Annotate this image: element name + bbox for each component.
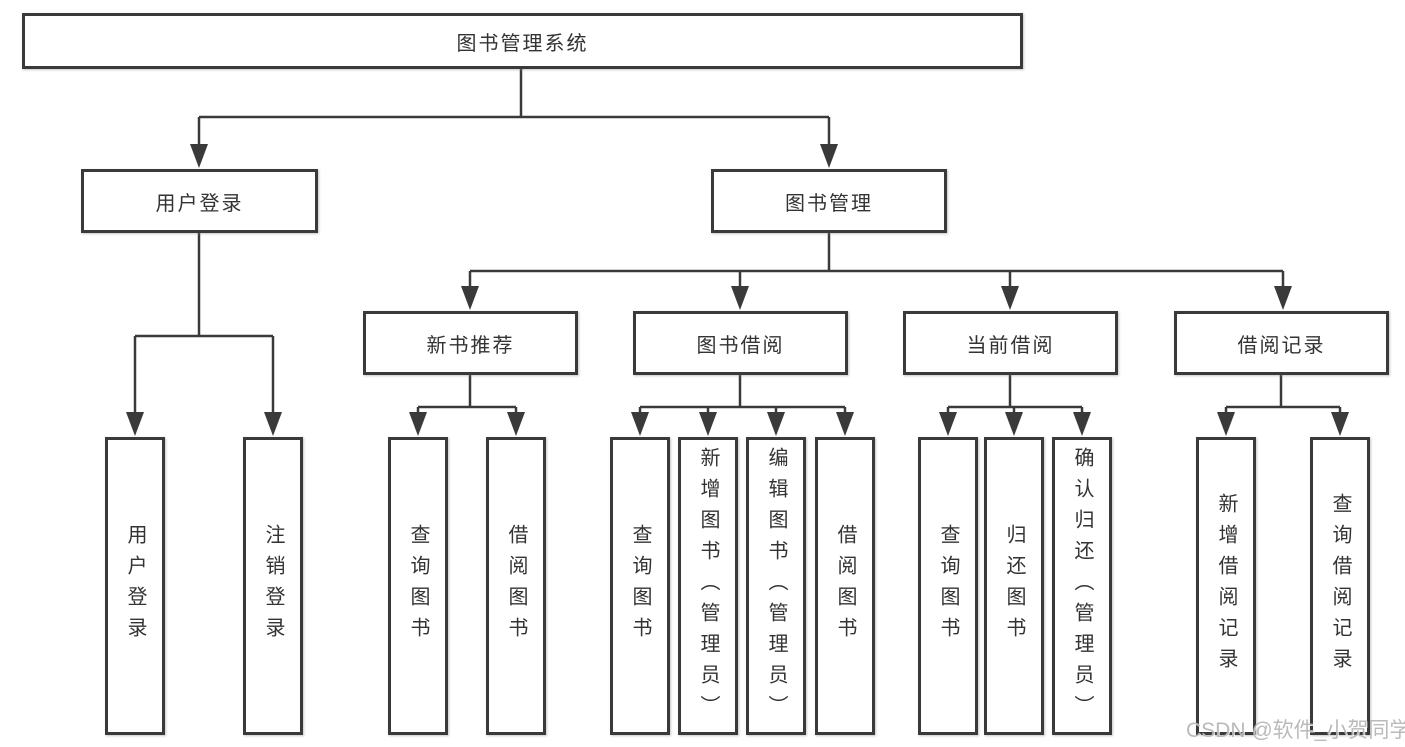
arrow-icon (1001, 286, 1019, 310)
arrow-icon (939, 412, 957, 436)
arrow-icon (767, 412, 785, 436)
leaf-add-borrowing-record: 新增借阅记录 (1196, 437, 1256, 735)
arrow-icon (1073, 412, 1091, 436)
node-user-login: 用户登录 (81, 169, 318, 233)
arrow-icon (507, 412, 525, 436)
node-label: 图书管理系统 (456, 32, 589, 55)
arrow-icon (264, 412, 282, 436)
csdn-watermark: CSDN @软件_小贺同学 (1186, 719, 1405, 742)
leaf-query-books-recommend: 查询图书 (388, 437, 448, 735)
leaf-label: 查询借阅记录 (1329, 493, 1351, 679)
leaf-label: 查询图书 (629, 524, 651, 648)
leaf-borrow-books-recommend: 借阅图书 (486, 437, 546, 735)
leaf-user-login: 用户登录 (105, 437, 165, 735)
arrow-icon (631, 412, 649, 436)
node-borrowing-records: 借阅记录 (1174, 311, 1389, 375)
leaf-label: 确认归还（管理员） (1071, 446, 1093, 726)
node-book-borrowing: 图书借阅 (633, 311, 848, 375)
node-library-management-system: 图书管理系统 (22, 13, 1023, 69)
leaf-label: 注销登录 (262, 524, 284, 648)
leaf-logout: 注销登录 (243, 437, 303, 735)
node-label: 图书借阅 (696, 334, 785, 357)
leaf-borrow-books: 借阅图书 (815, 437, 875, 735)
arrow-icon (1217, 412, 1235, 436)
leaf-label: 借阅图书 (505, 524, 527, 648)
node-book-management: 图书管理 (711, 169, 947, 233)
leaf-query-books-current: 查询图书 (918, 437, 978, 735)
node-label: 用户登录 (155, 192, 244, 215)
arrow-icon (836, 412, 854, 436)
leaf-return-book: 归还图书 (984, 437, 1044, 735)
leaf-edit-book-admin: 编辑图书（管理员） (746, 437, 806, 735)
arrow-icon (126, 412, 144, 436)
leaf-confirm-return-admin: 确认归还（管理员） (1052, 437, 1112, 735)
arrow-icon (1274, 286, 1292, 310)
leaf-add-book-admin: 新增图书（管理员） (678, 437, 738, 735)
node-label: 新书推荐 (426, 334, 515, 357)
node-current-borrowing: 当前借阅 (903, 311, 1118, 375)
node-label: 图书管理 (785, 192, 873, 215)
leaf-label: 归还图书 (1003, 524, 1025, 648)
leaf-label: 用户登录 (124, 524, 146, 648)
node-label: 借阅记录 (1237, 334, 1326, 357)
node-new-book-recommendation: 新书推荐 (363, 311, 578, 375)
node-label: 当前借阅 (966, 334, 1055, 357)
leaf-label: 借阅图书 (834, 524, 856, 648)
leaf-label: 新增借阅记录 (1215, 493, 1237, 679)
arrow-icon (731, 286, 749, 310)
arrow-icon (820, 144, 838, 168)
arrow-icon (699, 412, 717, 436)
arrow-icon (190, 144, 208, 168)
arrow-icon (1331, 412, 1349, 436)
leaf-label: 编辑图书（管理员） (765, 446, 787, 726)
leaf-label: 新增图书（管理员） (697, 446, 719, 726)
leaf-query-books-borrowing: 查询图书 (610, 437, 670, 735)
leaf-label: 查询图书 (937, 524, 959, 648)
leaf-query-borrowing-record: 查询借阅记录 (1310, 437, 1370, 735)
leaf-label: 查询图书 (407, 524, 429, 648)
arrowheads (126, 144, 1349, 436)
arrow-icon (409, 412, 427, 436)
arrow-icon (1005, 412, 1023, 436)
arrow-icon (461, 286, 479, 310)
